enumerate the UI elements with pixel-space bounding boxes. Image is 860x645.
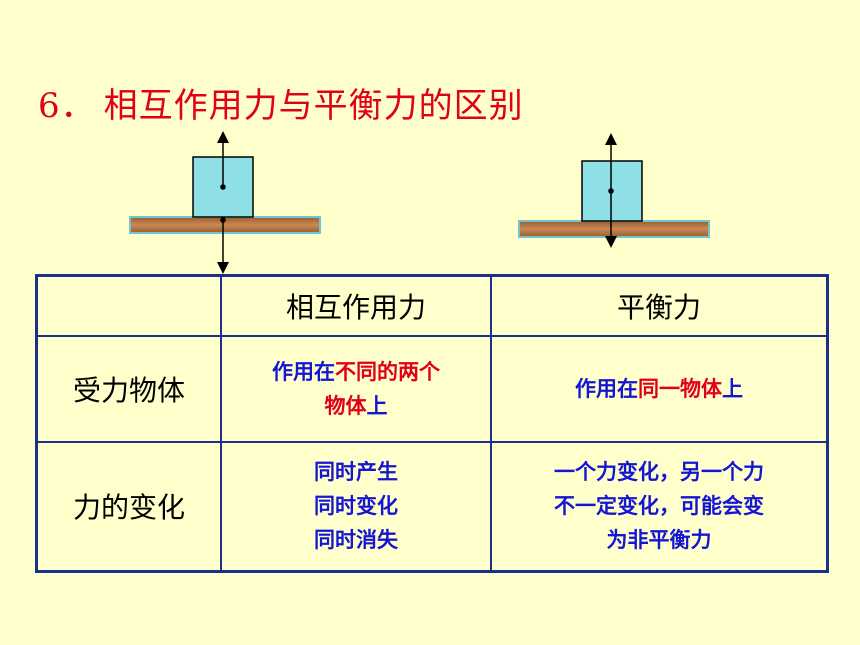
table-row: 力的变化 同时产生 同时变化 同时消失 一个力变化，另一个力 不一定变化，可能会… [35, 440, 829, 573]
highlight-span: 物体 [324, 393, 367, 418]
table-header-row: 相互作用力 平衡力 [35, 274, 829, 337]
interaction-force-diagram [129, 131, 321, 274]
interaction-change-cell: 同时产生 同时变化 同时消失 [220, 440, 492, 573]
row-label-object: 受力物体 [35, 334, 222, 443]
highlight-span: 同一物体 [638, 376, 722, 401]
balance-object-cell: 作用在同一物体上 [490, 334, 829, 443]
page-title: 6．相互作用力与平衡力的区别 [38, 78, 524, 127]
header-balance-force: 平衡力 [490, 274, 829, 337]
list-item: 同时消失 [314, 528, 398, 553]
comparison-table: 相互作用力 平衡力 受力物体 作用在不同的两个 物体上 作用在同一物体上 力的变… [35, 274, 829, 573]
list-item: 同时变化 [314, 494, 398, 519]
text-span: 作用在 [272, 359, 335, 384]
list-item: 为非平衡力 [606, 528, 712, 553]
board-right [518, 220, 710, 238]
text-span: 作用在 [575, 376, 638, 401]
title-text: 相互作用力与平衡力的区别 [103, 86, 524, 126]
list-item: 同时产生 [314, 460, 398, 485]
balance-change-cell: 一个力变化，另一个力 不一定变化，可能会变 为非平衡力 [490, 440, 829, 573]
text-span: 上 [722, 376, 743, 401]
balanced-force-diagram [518, 133, 710, 248]
highlight-span: 不同的两个 [335, 359, 440, 384]
row-label-change: 力的变化 [35, 440, 222, 573]
header-empty-cell [35, 274, 222, 337]
table-row: 受力物体 作用在不同的两个 物体上 作用在同一物体上 [35, 334, 829, 443]
list-item: 一个力变化，另一个力 [554, 460, 764, 485]
header-interaction-force: 相互作用力 [220, 274, 492, 337]
interaction-object-cell: 作用在不同的两个 物体上 [220, 334, 492, 443]
text-span: 上 [366, 393, 388, 418]
list-item: 不一定变化，可能会变 [554, 494, 764, 519]
title-number: 6． [38, 86, 96, 126]
